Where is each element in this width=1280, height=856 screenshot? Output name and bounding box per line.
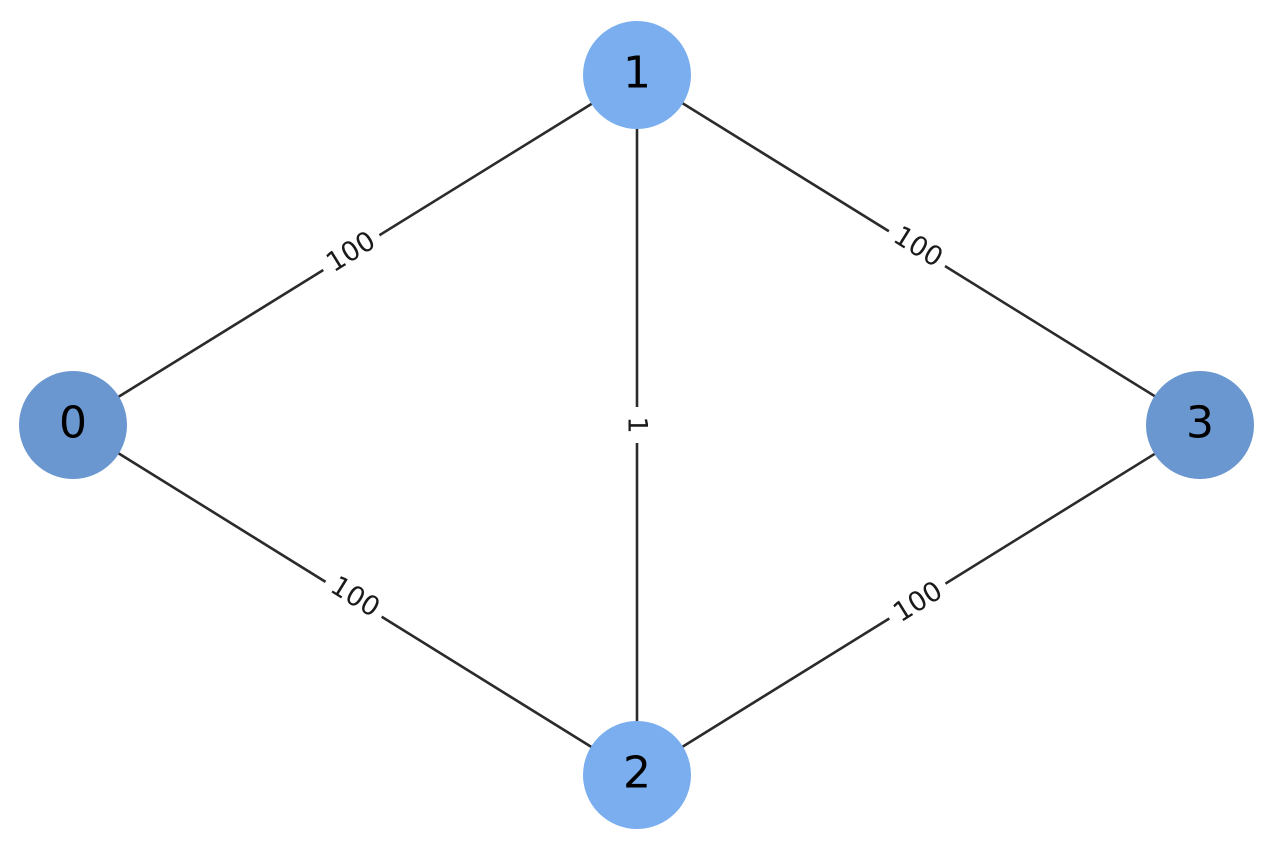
node-label-3: 3: [1186, 398, 1214, 449]
node-3: 3: [1146, 371, 1254, 479]
edge-2-3: 100: [636, 438, 1178, 777]
edge-label-bg: [880, 214, 956, 280]
edge-label-bg: [317, 564, 393, 630]
node-label-0: 0: [59, 398, 87, 449]
node-circle-1: [583, 21, 691, 129]
edge-label-bg: [621, 407, 653, 443]
edge-label-bg: [880, 569, 956, 635]
edge-label-1-2: 1: [622, 416, 653, 433]
node-1: 1: [583, 21, 691, 129]
edge-1-2: 1: [621, 75, 653, 748]
nodes-layer: 0 1 2 3: [19, 21, 1254, 829]
edges-layer: 100 100 1 100: [72, 73, 1178, 777]
edge-0-1: 100: [72, 88, 615, 427]
node-circle-2: [583, 721, 691, 829]
edge-1-3: 100: [636, 73, 1178, 412]
edge-0-2: 100: [72, 423, 615, 763]
node-2: 2: [583, 721, 691, 829]
edge-label-bg: [313, 219, 389, 285]
node-circle-0: [19, 371, 127, 479]
node-0: 0: [19, 371, 127, 479]
node-circle-3: [1146, 371, 1254, 479]
node-label-2: 2: [623, 748, 651, 799]
node-label-1: 1: [623, 48, 651, 99]
